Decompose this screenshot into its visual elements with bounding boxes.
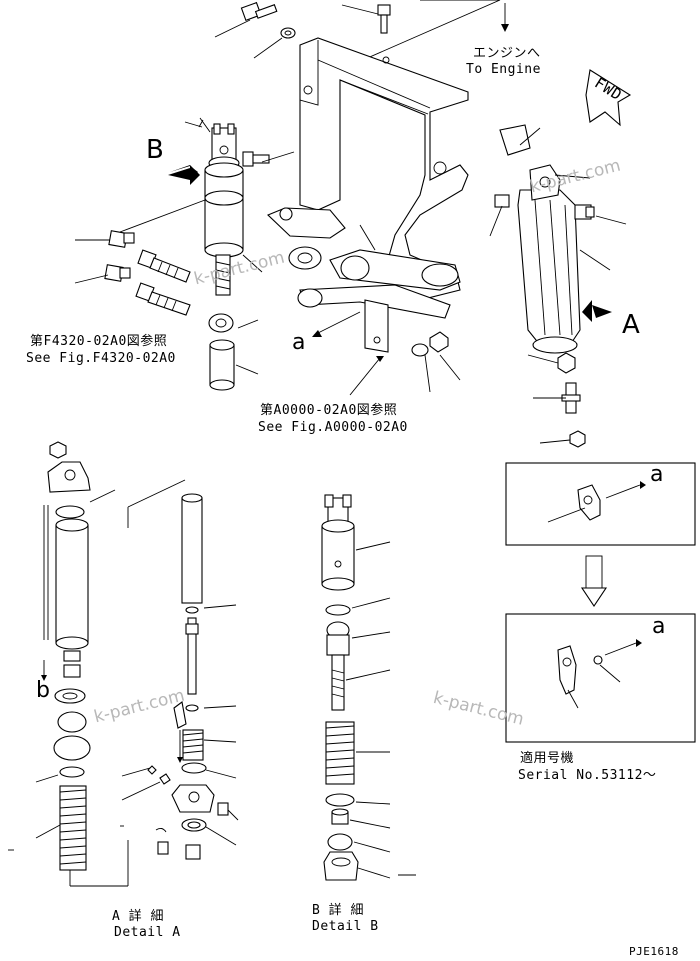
view-a-label: A <box>622 310 641 340</box>
detail-b-jp-label: B 詳 細 <box>312 903 364 918</box>
to-engine-en-label: To Engine <box>466 62 541 77</box>
inset-1-fitting <box>577 484 601 521</box>
sleeve-b <box>209 339 235 391</box>
elbow-fitting-left <box>108 230 135 248</box>
ref-f4320-en: See Fig.F4320-02A0 <box>26 351 176 366</box>
cylinder-a <box>494 124 595 354</box>
detail-a-parts <box>41 441 91 871</box>
ref-a0000-en: See Fig.A0000-02A0 <box>258 420 408 435</box>
inset-2-ref-label: a <box>652 614 666 639</box>
hose-fitting-1 <box>137 249 191 283</box>
ref-f4320-jp: 第F4320-02A0図参照 <box>30 334 168 349</box>
b-marker-label: b <box>36 678 51 703</box>
bolt-top-left <box>240 1 278 22</box>
down-arrow-icon <box>580 587 608 607</box>
fwd-arrow-icon <box>585 69 632 127</box>
to-engine-jp-label: エンジンへ <box>473 46 541 61</box>
down-arrow-body <box>585 555 603 589</box>
detail-a-center-parts <box>127 479 229 860</box>
inset-box-2 <box>505 613 696 743</box>
nut-b <box>208 313 234 333</box>
cylinder-b <box>204 123 244 296</box>
view-b-label: B <box>146 135 165 165</box>
bolt-top-center <box>377 4 391 34</box>
detail-b-en-label: Detail B <box>312 919 379 934</box>
inset-1-ref-label: a <box>650 462 664 487</box>
washer-top <box>280 27 296 39</box>
nut-a <box>557 352 576 374</box>
detail-ref-a-label: a <box>292 330 306 355</box>
figure-code: PJE1618 <box>629 945 679 958</box>
serial-jp-label: 適用号機 <box>520 751 575 766</box>
detail-a-en-label: Detail A <box>114 925 181 940</box>
linkage-assembly <box>267 207 461 357</box>
cap-a <box>569 430 586 448</box>
inset-2-fitting <box>557 645 603 695</box>
serial-en-label: Serial No.53112～ <box>518 768 657 783</box>
main-bracket <box>299 37 469 301</box>
hose-fitting-2 <box>135 282 191 316</box>
ref-a0000-jp: 第A0000-02A0図参照 <box>260 403 398 418</box>
detail-a-jp-label: A 詳 細 <box>112 909 164 924</box>
elbow-fitting-left-2 <box>104 264 131 282</box>
detail-b-parts <box>321 494 359 881</box>
bolt-b <box>242 151 270 167</box>
